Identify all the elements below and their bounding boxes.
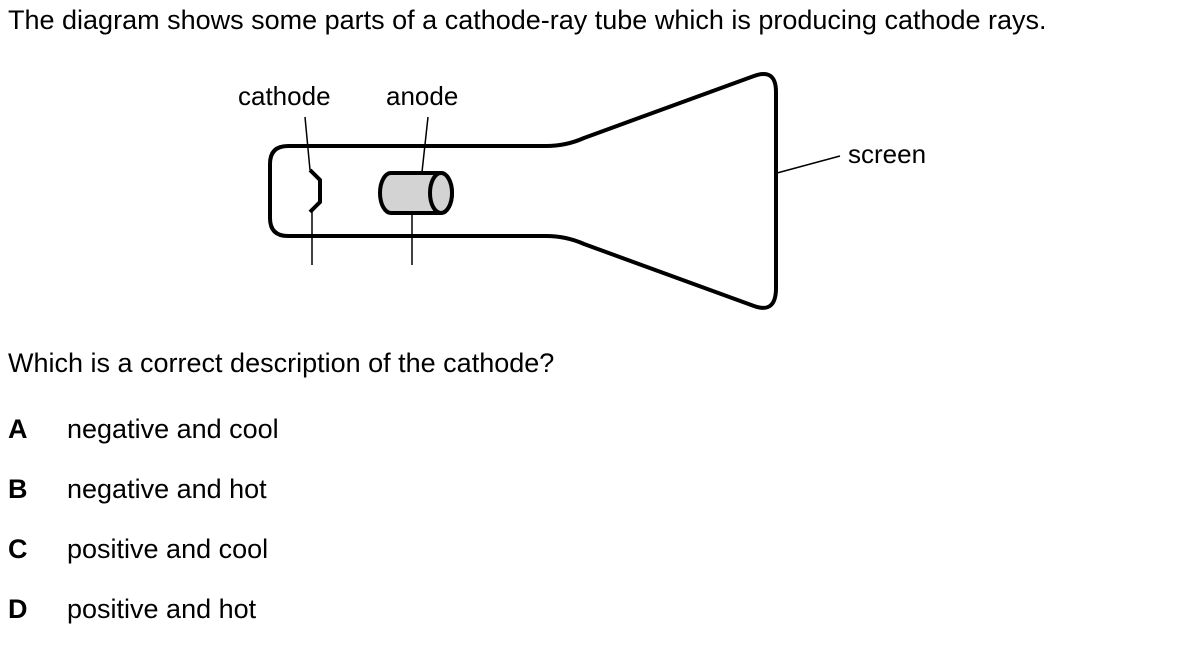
answer-options: A negative and cool B negative and hot C… xyxy=(8,412,279,652)
option-letter: B xyxy=(8,474,28,504)
cathode-ray-tube-diagram: cathode anode screen xyxy=(238,72,926,310)
cathode-label: cathode xyxy=(238,81,331,111)
tube-outline xyxy=(268,72,778,310)
option-b[interactable]: B negative and hot xyxy=(8,472,279,532)
intro-text: The diagram shows some parts of a cathod… xyxy=(8,5,1047,35)
option-text: positive and cool xyxy=(67,534,269,564)
anode-label: anode xyxy=(386,81,458,111)
question-text: Which is a correct description of the ca… xyxy=(8,348,555,378)
option-a[interactable]: A negative and cool xyxy=(8,412,279,472)
option-letter: A xyxy=(8,414,28,444)
option-letter: D xyxy=(8,594,28,624)
option-text: negative and cool xyxy=(67,414,279,444)
option-c[interactable]: C positive and cool xyxy=(8,532,279,592)
cathode-electrode xyxy=(308,168,322,214)
option-text: negative and hot xyxy=(67,474,267,504)
option-text: positive and hot xyxy=(67,594,257,624)
anode-leader-line xyxy=(421,116,429,173)
option-d[interactable]: D positive and hot xyxy=(8,592,279,652)
screen-leader-line xyxy=(776,155,841,174)
option-letter: C xyxy=(8,534,28,564)
screen-label: screen xyxy=(848,139,926,169)
anode-cylinder xyxy=(378,171,454,215)
cathode-leader-line xyxy=(304,116,311,171)
